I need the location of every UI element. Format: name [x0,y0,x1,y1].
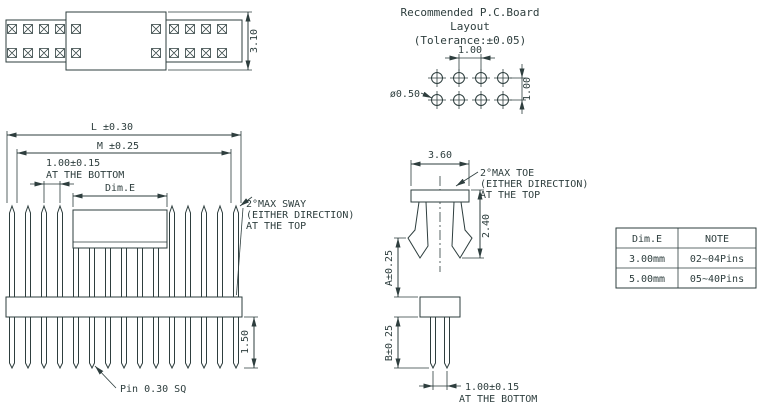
pcb-title-line1: Recommended P.C.Board [400,6,539,19]
leader-line [420,91,433,99]
table-border [615,227,757,289]
table-cell-r2c2: 05~40Pins [690,274,744,285]
spec-table: Dim.E NOTE 3.00mm 02~04Pins 5.00mm 05~40… [615,227,757,289]
dim-label-pitch-note: AT THE BOTTOM [46,170,124,181]
leader-line [455,171,479,187]
dim-label-1-00-v: 1.00 [522,77,533,101]
pins-lower [9,316,239,370]
table-cell-r1c2: 02~04Pins [690,254,744,265]
pcb-title-line2: Layout [450,20,490,33]
toe-note-line1: 2°MAX TOE [480,168,534,179]
pitch-horizontal-dimension: 1.00 [445,45,495,72]
dim-label-hole-dia: ø0.50 [390,89,420,100]
sway-note-line1: 2°MAX SWAY [246,199,306,210]
dim-label-A: A±0.25 [384,250,395,286]
tail-dimension-1-50: 1.50 [240,316,258,369]
toe-annotation: 2°MAX TOE (EITHER DIRECTION) AT THE TOP [455,168,588,201]
dim-label-1-50: 1.50 [240,330,251,354]
front-view: L ±0.30 M ±0.25 1.00±0.15 AT THE BOTTOM … [5,122,354,395]
hole-diameter-callout: ø0.50 [390,89,433,100]
toe-note-line2: (EITHER DIRECTION) [480,179,588,190]
body-dimension-M: M ±0.25 [16,141,232,203]
length-dimension-L: L ±0.30 [6,122,242,203]
pins-upper [9,204,239,298]
extension-lines [168,11,252,71]
extension-lines [72,193,168,207]
dim-label-3-10: 3.10 [249,29,260,53]
dim-label-3-60: 3.60 [428,150,452,161]
right-claw [451,201,473,259]
dim-label-E: Dim.E [105,183,135,194]
height-dimension-3-10: 3.10 [168,11,260,71]
hole [453,94,465,106]
hole [431,72,443,84]
top-height-dimension-2-40: 2.40 [462,189,492,259]
spacer-dimension-E: Dim.E [72,183,168,207]
pcb-layout: Recommended P.C.Board Layout (Tolerance:… [390,6,540,114]
width-dimension-3-60: 3.60 [410,150,470,186]
a-dimension: A±0.25 [384,237,418,298]
insulator-bar [5,296,243,318]
top-view: 3.10 [5,11,260,71]
pin-pad-squares [7,24,227,58]
top-cap [410,189,470,203]
extension-lines [432,371,448,390]
sway-note-line2: (EITHER DIRECTION) [246,210,354,221]
hole [475,72,487,84]
hole-grid [428,69,512,109]
pin-size-callout: Pin 0.30 SQ [94,365,186,395]
pcb-title-line3: (Tolerance:±0.05) [414,34,527,47]
sway-pin-line [236,207,244,296]
pins-side [430,316,450,370]
pitch-dimension-side: 1.00±0.15 AT THE BOTTOM [419,371,537,405]
extension-lines [16,149,232,203]
insulator-bar-side [419,296,461,318]
toe-note-line3: AT THE TOP [480,190,540,201]
dim-label-1-00-h: 1.00 [458,45,482,56]
b-dimension: B±0.25 [384,316,429,369]
dim-label-L: L ±0.30 [91,122,133,133]
pin-note-label: Pin 0.30 SQ [120,384,186,395]
table-header-note: NOTE [705,234,729,245]
table-grid-lines [616,228,756,288]
dim-label-pitch-side: 1.00±0.15 [465,382,519,393]
sway-annotation: 2°MAX SWAY (EITHER DIRECTION) AT THE TOP [236,196,354,296]
dim-label-pitch: 1.00±0.15 [46,158,100,169]
pitch-vertical-dimension: 1.00 [510,64,533,114]
sway-note-line3: AT THE TOP [246,221,306,232]
leader-line [94,365,117,389]
header-top-outline [5,11,243,71]
dim-label-M: M ±0.25 [97,141,139,152]
left-claw [407,201,429,259]
hole [497,94,509,106]
hole [431,94,443,106]
hole [475,94,487,106]
side-view: 3.60 2°MAX TOE (EITHER DIRECTION) AT THE… [384,150,588,405]
extension-lines [394,316,429,369]
pitch-dimension-front: 1.00±0.15 AT THE BOTTOM [30,158,124,203]
table-cell-r2c1: 5.00mm [629,274,665,285]
leader-line [239,196,253,207]
dim-label-pitch-side-note: AT THE BOTTOM [459,394,537,405]
dim-label-2-40: 2.40 [481,214,492,238]
table-header-dime: Dim.E [632,234,662,245]
hole [497,72,509,84]
extension-lines [6,131,242,203]
hole-centerlines [428,69,512,109]
extension-lines [458,54,482,72]
dim-label-B: B±0.25 [384,325,395,361]
table-cell-r1c1: 3.00mm [629,254,665,265]
hole [453,72,465,84]
pins-under-spacer [73,247,159,298]
